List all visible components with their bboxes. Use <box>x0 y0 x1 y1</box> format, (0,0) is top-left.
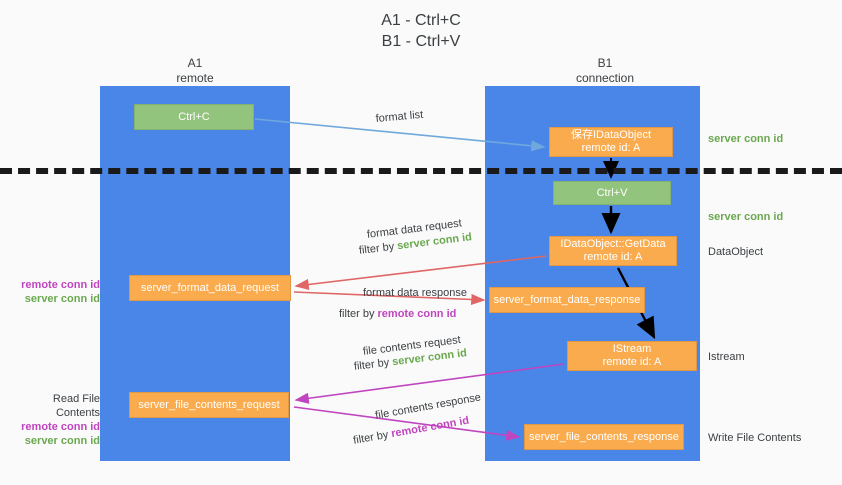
dashed-divider <box>0 168 842 174</box>
page-title: A1 - Ctrl+C B1 - Ctrl+V <box>381 12 461 50</box>
remote-conn-id-text: remote conn id <box>21 279 100 291</box>
side-label-write-file-contents: Write File Contents <box>708 432 802 444</box>
node-ctrl-v[interactable]: Ctrl+V <box>553 181 671 205</box>
filter-by-text: filter by <box>352 428 393 447</box>
edge-label-format-data-response: format data response <box>363 287 467 299</box>
node-istream[interactable]: IStream remote id: A <box>567 341 697 371</box>
side-label-conn-ids-format: remote conn id server conn id <box>8 278 100 306</box>
edge-label-format-list: format list <box>375 108 424 125</box>
side-label-server-conn-id-top: server conn id <box>708 133 784 145</box>
side-label-conn-ids-file: Read File Contents remote conn id server… <box>8 392 100 448</box>
remote-conn-id-text: remote conn id <box>21 421 100 433</box>
node-server-format-data-request[interactable]: server_format_data_request <box>129 275 291 301</box>
node-server-format-data-response[interactable]: server_format_data_response <box>489 287 645 313</box>
server-conn-id-text: server conn id <box>24 293 100 305</box>
filter-by-text: filter by <box>339 308 378 320</box>
remote-conn-id-text: remote conn id <box>377 308 457 320</box>
node-server-file-contents-response[interactable]: server_file_contents_response <box>524 424 684 450</box>
filter-by-text: filter by <box>353 356 393 373</box>
side-label-istream: Istream <box>708 351 745 363</box>
side-label-dataobject: DataObject <box>708 246 764 258</box>
server-conn-id-text: server conn id <box>24 435 100 447</box>
filter-by-text: filter by <box>358 240 398 257</box>
node-server-file-contents-request[interactable]: server_file_contents_request <box>129 392 289 418</box>
node-save-idataobject[interactable]: 保存IDataObject remote id: A <box>549 127 673 157</box>
edge-label-file-contents-response-filter: filter by remote conn id <box>352 413 470 449</box>
lane-header-b1: B1 connection <box>575 56 635 85</box>
side-label-server-conn-id-mid: server conn id <box>708 211 784 223</box>
lane-header-a1: A1 remote <box>176 56 214 85</box>
node-idataobject-getdata[interactable]: IDataObject::GetData remote id: A <box>549 236 677 266</box>
read-file-contents-text: Read File Contents <box>52 393 100 419</box>
edge-label-format-data-response-filter: filter by remote conn id <box>339 306 456 322</box>
node-ctrl-c[interactable]: Ctrl+C <box>134 104 254 130</box>
